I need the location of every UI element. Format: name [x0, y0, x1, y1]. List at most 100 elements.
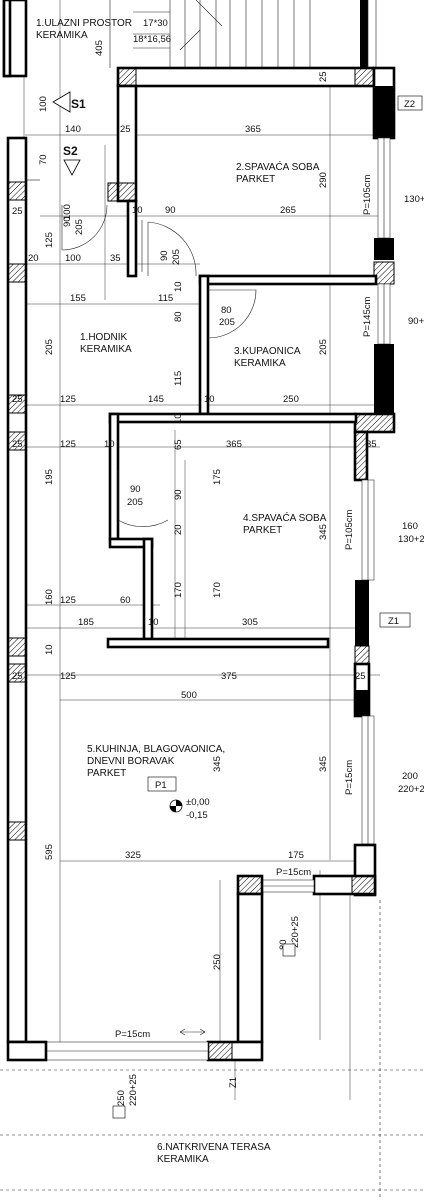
svg-text:185: 185 [78, 617, 94, 628]
svg-text:17*30: 17*30 [143, 18, 168, 29]
svg-text:20: 20 [28, 253, 39, 264]
svg-text:90: 90 [62, 216, 73, 227]
svg-text:10: 10 [173, 413, 184, 424]
svg-text:18*16,56: 18*16,56 [133, 34, 171, 45]
svg-text:205: 205 [74, 219, 85, 235]
svg-text:25: 25 [12, 671, 23, 682]
svg-text:60: 60 [120, 595, 131, 606]
svg-text:140: 140 [65, 124, 81, 135]
section-s1-arrow [52, 91, 71, 113]
svg-text:345: 345 [318, 524, 329, 540]
svg-text:125: 125 [60, 671, 76, 682]
svg-text:115: 115 [173, 371, 184, 386]
svg-text:P=15cm: P=15cm [344, 760, 355, 795]
svg-text:205: 205 [127, 497, 143, 508]
door-labels: 90 205 90 205 80 205 90 205 [62, 216, 235, 508]
floor-tag: P1 [147, 776, 177, 792]
svg-text:±0,00: ±0,00 [186, 797, 210, 808]
wall-tags: Z2 Z1 Z1 [228, 95, 423, 1088]
svg-text:125: 125 [60, 595, 76, 606]
window-labels: P=105cm 130+25 P=145cm 90+25 P=105cm 160… [112, 175, 424, 1119]
walls [0, 66, 424, 1200]
svg-text:205: 205 [171, 249, 182, 265]
svg-text:200: 200 [402, 771, 418, 782]
svg-text:80: 80 [221, 305, 232, 316]
svg-text:160: 160 [44, 589, 55, 605]
svg-text:65: 65 [173, 439, 184, 450]
level-marker: ±0,00 -0,15 [169, 797, 210, 821]
svg-text:25: 25 [120, 124, 131, 135]
svg-text:365: 365 [245, 124, 261, 135]
section-s2-arrow [63, 159, 81, 176]
svg-text:250: 250 [212, 954, 223, 970]
section-markers: S1 S2 [52, 91, 86, 176]
svg-text:P=105cm: P=105cm [362, 175, 373, 215]
stairs-label: 17*30 18*16,56 [133, 18, 171, 45]
svg-text:70: 70 [38, 154, 49, 165]
svg-text:25: 25 [318, 71, 329, 82]
svg-text:115: 115 [158, 293, 173, 304]
svg-text:345: 345 [318, 756, 329, 772]
svg-text:195: 195 [44, 469, 55, 485]
svg-text:P=15cm: P=15cm [276, 867, 311, 878]
svg-text:90: 90 [130, 484, 141, 495]
svg-text:100: 100 [62, 204, 73, 220]
svg-text:10: 10 [173, 281, 184, 292]
svg-text:P=15cm: P=15cm [115, 1029, 150, 1040]
svg-text:100: 100 [65, 253, 81, 264]
svg-text:265: 265 [280, 205, 296, 216]
svg-text:10: 10 [44, 644, 55, 655]
svg-text:Z1: Z1 [228, 1077, 239, 1088]
section-s2-label: S2 [63, 144, 78, 158]
svg-text:155: 155 [70, 293, 86, 304]
svg-text:P=105cm: P=105cm [344, 510, 355, 550]
svg-text:345: 345 [212, 756, 223, 772]
svg-text:290: 290 [318, 172, 329, 188]
svg-text:90: 90 [165, 205, 176, 216]
svg-text:10: 10 [104, 439, 115, 450]
svg-text:500: 500 [181, 690, 197, 701]
svg-text:205: 205 [44, 339, 55, 355]
svg-text:-0,15: -0,15 [186, 810, 208, 821]
svg-text:220+25: 220+25 [290, 916, 301, 948]
svg-text:325: 325 [125, 850, 141, 861]
svg-text:595: 595 [44, 844, 55, 860]
svg-text:25: 25 [12, 394, 23, 405]
svg-text:175: 175 [288, 850, 304, 861]
svg-text:10: 10 [204, 394, 215, 405]
svg-text:305: 305 [242, 617, 258, 628]
svg-text:Z2: Z2 [404, 99, 415, 110]
svg-text:10: 10 [148, 617, 159, 628]
svg-text:205: 205 [318, 339, 329, 355]
svg-text:145: 145 [148, 394, 164, 405]
svg-text:220+25: 220+25 [398, 784, 424, 795]
svg-text:125: 125 [60, 394, 76, 405]
svg-text:170: 170 [212, 582, 223, 598]
svg-text:175: 175 [212, 469, 223, 485]
svg-text:250: 250 [283, 394, 299, 405]
door-swings [61, 204, 257, 527]
svg-text:130+25: 130+25 [404, 194, 424, 205]
svg-text:35: 35 [366, 439, 377, 450]
svg-text:375: 375 [221, 671, 237, 682]
svg-text:405: 405 [94, 40, 105, 56]
svg-text:P=145cm: P=145cm [362, 297, 373, 337]
svg-text:205: 205 [219, 317, 235, 328]
svg-text:220+25: 220+25 [128, 1074, 139, 1106]
svg-text:P1: P1 [155, 780, 167, 791]
svg-text:80: 80 [173, 311, 184, 322]
svg-text:90+25: 90+25 [408, 316, 424, 327]
svg-text:365: 365 [226, 439, 242, 450]
svg-text:25: 25 [12, 206, 23, 217]
svg-text:10: 10 [132, 205, 143, 216]
section-s1-label: S1 [71, 97, 86, 111]
svg-text:125: 125 [60, 439, 76, 450]
